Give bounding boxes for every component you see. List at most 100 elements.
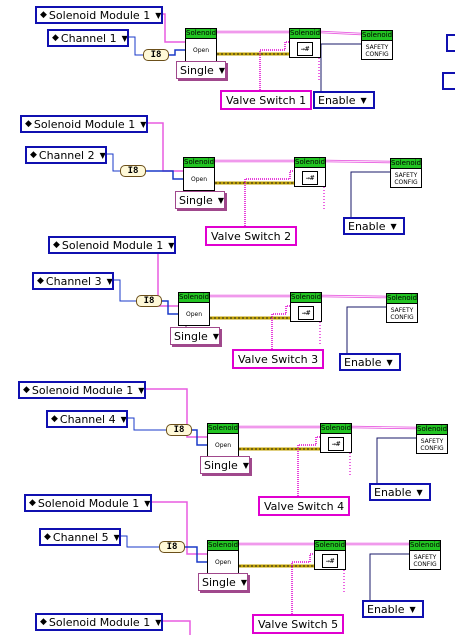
dropdown-arrow-icon[interactable]: ▼ (140, 119, 147, 129)
dropdown-arrow-icon[interactable]: ▼ (409, 604, 416, 614)
solenoid-set-vi[interactable]: Solenoid→# (320, 423, 352, 453)
channel-wire[interactable] (105, 153, 120, 172)
partial-module-wire[interactable] (163, 620, 191, 635)
dropdown-arrow-icon[interactable]: ▼ (386, 357, 393, 367)
channel-wire[interactable] (127, 36, 143, 56)
switch-wire[interactable] (244, 170, 294, 226)
refnum-wire-2-core[interactable] (325, 160, 391, 163)
valve-switch-label: Valve Switch 3 (238, 352, 319, 366)
dropdown-arrow-icon[interactable]: ▼ (144, 498, 151, 508)
valve-switch-terminal[interactable]: Valve Switch 4 (258, 496, 351, 516)
dropdown-arrow-icon[interactable]: ▼ (168, 240, 175, 250)
enable-ring-constant[interactable]: Enable▼ (362, 600, 424, 618)
channel-wire[interactable] (126, 417, 166, 431)
enable-wire[interactable] (320, 43, 361, 91)
dropdown-arrow-icon[interactable]: ▼ (155, 10, 162, 20)
dropdown-arrow-icon[interactable]: ▼ (390, 221, 397, 231)
switch-wire[interactable] (271, 305, 290, 349)
dropdown-arrow-icon[interactable]: ▼ (416, 487, 423, 497)
channel-ring-control[interactable]: ◆Channel 3▼ (32, 272, 114, 290)
dropdown-arrow-icon[interactable]: ▼ (120, 414, 127, 424)
enable-wire[interactable] (369, 553, 409, 600)
enable-ring-constant[interactable]: Enable▼ (343, 217, 405, 235)
dropdown-arrow-icon[interactable]: ▼ (212, 331, 219, 341)
dropdown-arrow-icon[interactable]: ▼ (218, 65, 225, 75)
solenoid-set-vi[interactable]: Solenoid→# (290, 292, 322, 322)
channel-ring-control[interactable]: ◆Channel 1▼ (47, 29, 129, 47)
solenoid-set-vi[interactable]: Solenoid→# (294, 157, 326, 187)
i8-wire[interactable] (169, 49, 185, 56)
dropdown-arrow-icon[interactable]: ▼ (360, 95, 367, 105)
dropdown-arrow-icon[interactable]: ▼ (155, 617, 162, 627)
module-ring-control[interactable]: ◆Solenoid Module 1▼ (20, 115, 148, 133)
dropdown-arrow-icon[interactable]: ▼ (240, 577, 247, 587)
valve-switch-terminal[interactable]: Valve Switch 5 (252, 614, 345, 634)
enable-wire[interactable] (350, 171, 390, 217)
channel-ring-control[interactable]: ◆Channel 5▼ (39, 528, 121, 546)
dropdown-arrow-icon[interactable]: ▼ (242, 460, 249, 470)
module-ring-control[interactable]: ◆Solenoid Module 1▼ (24, 494, 152, 512)
i8-wire[interactable] (185, 546, 207, 563)
partial-ring-control[interactable] (442, 72, 455, 90)
dropdown-arrow-icon[interactable]: ▼ (99, 150, 106, 160)
module-wire[interactable] (144, 122, 183, 172)
switch-wire[interactable] (259, 41, 289, 90)
to-i8-conversion[interactable]: I8 (143, 49, 169, 61)
valve-switch-terminal[interactable]: Valve Switch 2 (205, 226, 298, 246)
refnum-wire-2-core[interactable] (321, 295, 387, 298)
to-i8-conversion[interactable]: I8 (166, 424, 192, 436)
dropdown-arrow-icon[interactable]: ▼ (138, 385, 145, 395)
valve-switch-terminal[interactable]: Valve Switch 3 (232, 349, 325, 369)
dropdown-arrow-icon[interactable]: ▼ (217, 195, 224, 205)
enable-wire[interactable] (346, 306, 386, 353)
refnum-wire-2-core[interactable] (351, 426, 417, 429)
partial-ring-control[interactable] (446, 34, 455, 52)
valve-switch-terminal[interactable]: Valve Switch 1 (220, 90, 313, 110)
to-i8-conversion[interactable]: I8 (159, 541, 185, 553)
solenoid-set-vi[interactable]: Solenoid→# (289, 28, 321, 58)
i8-wire[interactable] (192, 429, 207, 446)
module-ring-control[interactable]: ◆Solenoid Module 1▼ (48, 236, 176, 254)
enable-wire[interactable] (376, 437, 416, 483)
channel-ring-control[interactable]: ◆Channel 4▼ (46, 410, 128, 428)
to-i8-conversion[interactable]: I8 (136, 295, 162, 307)
switch-wire[interactable] (291, 553, 314, 614)
refnum-wire-2-core[interactable] (320, 31, 362, 35)
module-ring-control[interactable]: ◆Solenoid Module 1▼ (18, 381, 146, 399)
channel-name: Channel 2 (38, 148, 95, 162)
module-ring-control[interactable]: ◆Solenoid Module 1▼ (35, 6, 163, 24)
switch-wire[interactable] (297, 436, 320, 496)
i8-wire[interactable] (162, 300, 178, 315)
mode-enum-constant[interactable]: Single▼ (170, 327, 220, 345)
mode-enum-constant[interactable]: Single▼ (176, 61, 226, 79)
mode-enum-constant[interactable]: Single▼ (200, 456, 250, 474)
vi-body: Open (184, 168, 214, 190)
solenoid-set-vi[interactable]: Solenoid→# (314, 540, 346, 570)
channel-wire[interactable] (119, 535, 159, 548)
dropdown-arrow-icon[interactable]: ▼ (121, 33, 128, 43)
config-label: CONFIG (394, 179, 418, 186)
partial-module-ring-control[interactable]: ◆Solenoid Module 1▼ (35, 613, 163, 631)
i8-wire[interactable] (146, 170, 183, 180)
to-i8-conversion[interactable]: I8 (120, 165, 146, 177)
dropdown-arrow-icon[interactable]: ▼ (106, 276, 113, 286)
mode-enum-constant[interactable]: Single▼ (198, 573, 248, 591)
mode-enum-constant[interactable]: Single▼ (175, 191, 225, 209)
channel-wire[interactable] (112, 279, 136, 302)
enable-ring-constant[interactable]: Enable▼ (313, 91, 375, 109)
channel-ring-control[interactable]: ◆Channel 2▼ (25, 146, 107, 164)
dropdown-arrow-icon[interactable]: ▼ (113, 532, 120, 542)
enable-ring-constant[interactable]: Enable▼ (339, 353, 401, 371)
enable-ring-constant[interactable]: Enable▼ (369, 483, 431, 501)
